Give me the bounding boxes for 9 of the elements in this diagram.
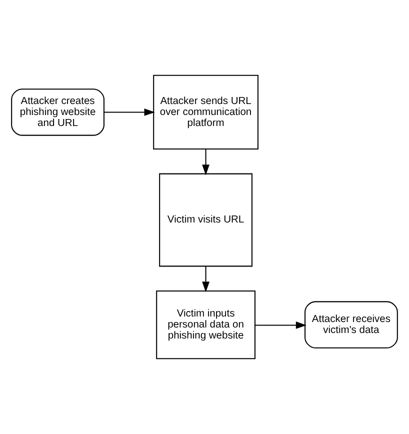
node-box: Victim visits URL — [159, 173, 252, 267]
node-box: Attacker receives victim's data — [304, 301, 398, 348]
arrow — [104, 108, 155, 116]
arrow — [202, 266, 210, 292]
node-box: Victim inputs personal data on phishing website — [156, 290, 256, 360]
node-box: Attacker creates phishing website and URL — [11, 88, 104, 136]
arrow — [255, 322, 307, 329]
arrow — [202, 149, 210, 176]
node-box: Attacker sends URL over communication platform — [153, 74, 258, 150]
